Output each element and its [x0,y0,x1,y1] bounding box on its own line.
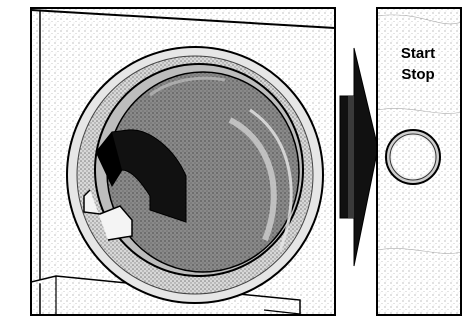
stop-label: Stop [401,66,434,83]
start-label: Start [401,45,435,62]
start-stop-button-icon[interactable] [386,130,440,184]
washer-door-icon [67,47,323,303]
next-step-arrow-icon [340,48,378,266]
washer-door-panel [31,8,335,322]
